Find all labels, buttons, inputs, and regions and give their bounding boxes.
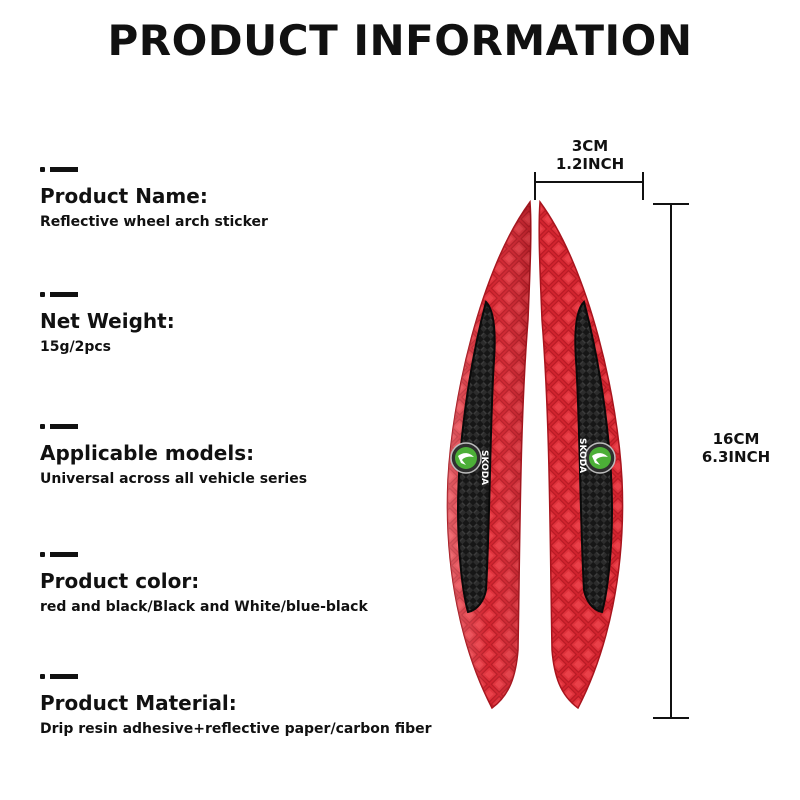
spec-applicable-models: Applicable models: Universal across all … — [40, 422, 470, 487]
spec-product-material: Product Material: Drip resin adhesive+re… — [40, 672, 470, 737]
spec-label: Product color: — [40, 569, 200, 593]
height-inch: 6.3INCH — [701, 448, 771, 466]
spec-net-weight: Net Weight: 15g/2pcs — [40, 290, 470, 355]
spec-value: 15g/2pcs — [40, 339, 112, 355]
spec-label: Product Material: — [40, 691, 237, 715]
width-dimension-line — [534, 172, 644, 200]
spec-label: Applicable models: — [40, 441, 255, 465]
skoda-brand-text: SKODA — [577, 438, 587, 473]
product-illustration: SKODA SKODA — [446, 172, 689, 719]
width-dimension-label: 3CM 1.2INCH — [540, 137, 640, 173]
page-title: PRODUCT INFORMATION — [107, 16, 693, 65]
height-dimension-label: 16CM 6.3INCH — [688, 430, 784, 466]
spec-value: Reflective wheel arch sticker — [40, 214, 268, 230]
spec-value: Drip resin adhesive+reflective paper/car… — [40, 721, 432, 737]
bullet-marker — [40, 165, 470, 175]
left-sticker: SKODA — [446, 199, 532, 710]
spec-label: Product Name: — [40, 184, 208, 208]
bullet-marker — [40, 290, 470, 300]
spec-value: Universal across all vehicle series — [40, 471, 308, 487]
spec-product-name: Product Name: Reflective wheel arch stic… — [40, 165, 470, 230]
spec-label: Net Weight: — [40, 309, 175, 333]
right-sticker: SKODA — [538, 199, 624, 710]
skoda-logo-icon — [450, 442, 482, 474]
height-dimension-line — [653, 203, 689, 719]
spec-value: red and black/Black and White/blue-black — [40, 599, 368, 615]
bullet-marker — [40, 422, 470, 432]
bullet-marker — [40, 550, 470, 560]
bullet-marker — [40, 672, 470, 682]
skoda-brand-text: SKODA — [479, 450, 489, 485]
width-cm: 3CM — [571, 137, 609, 155]
height-cm: 16CM — [712, 430, 760, 448]
spec-product-color: Product color: red and black/Black and W… — [40, 550, 470, 615]
width-inch: 1.2INCH — [555, 155, 625, 173]
skoda-logo-icon — [584, 442, 616, 474]
